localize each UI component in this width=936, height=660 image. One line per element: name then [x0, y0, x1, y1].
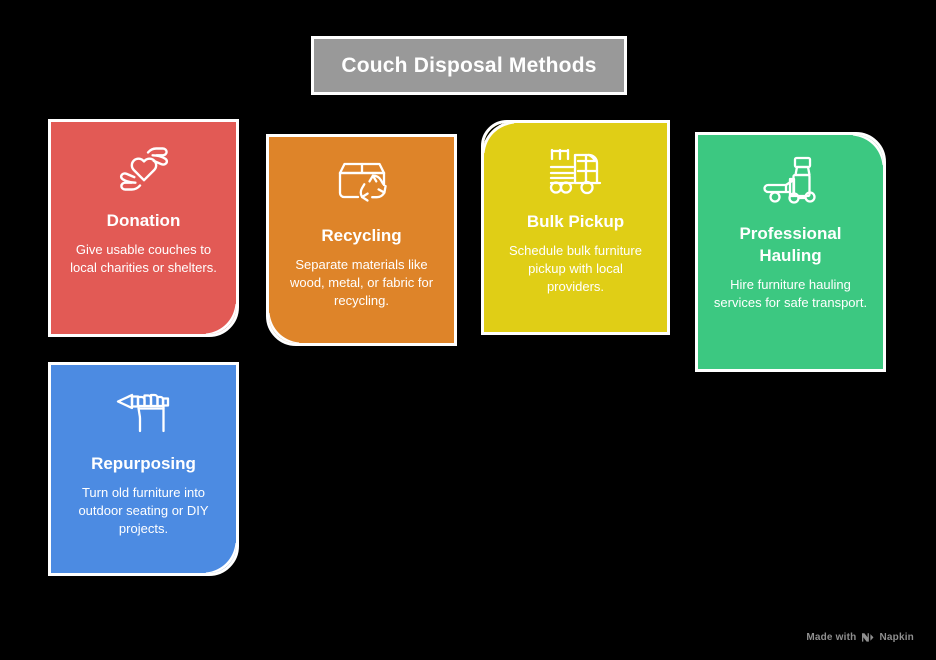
- torn-corner-curl: [851, 135, 883, 167]
- card-title: Donation: [106, 211, 181, 230]
- card-description: Separate materials like wood, metal, or …: [289, 256, 434, 309]
- torn-corner-curl: [484, 123, 516, 155]
- flatbed-truck-icon: [540, 137, 612, 203]
- torn-corner-curl: [204, 302, 236, 334]
- watermark: Made with Napkin: [806, 632, 914, 643]
- card-recycling[interactable]: Recycling Separate materials like wood, …: [266, 134, 457, 346]
- card-repurposing[interactable]: Repurposing Turn old furniture into outd…: [48, 362, 239, 576]
- box-recycle-icon: [326, 151, 398, 217]
- watermark-brand: Napkin: [879, 632, 914, 643]
- card-description: Hire furniture hauling services for safe…: [713, 276, 868, 310]
- napkin-logo-icon: [861, 632, 874, 643]
- hand-truck-dolly-icon: [755, 149, 827, 215]
- page-title: Couch Disposal Methods: [341, 53, 597, 77]
- card-description: Schedule bulk furniture pickup with loca…: [509, 242, 642, 295]
- hand-holding-chisel-icon: [108, 379, 180, 445]
- card-title: Professional Hauling: [739, 224, 842, 265]
- card-title: Recycling: [321, 226, 402, 245]
- torn-corner-curl: [204, 541, 236, 573]
- card-donation[interactable]: Donation Give usable couches to local ch…: [48, 119, 239, 337]
- diagram-title-box: Couch Disposal Methods: [311, 36, 627, 95]
- card-title: Bulk Pickup: [526, 212, 625, 231]
- card-bulk-pickup[interactable]: Bulk Pickup Schedule bulk furniture pick…: [481, 120, 670, 335]
- card-professional-hauling[interactable]: Professional Hauling Hire furniture haul…: [695, 132, 886, 372]
- hands-holding-heart-icon: [108, 136, 180, 202]
- torn-corner-curl: [269, 311, 301, 343]
- card-description: Give usable couches to local charities o…: [70, 241, 217, 275]
- watermark-made-with: Made with: [806, 632, 857, 643]
- card-description: Turn old furniture into outdoor seating …: [78, 484, 209, 537]
- card-title: Repurposing: [91, 454, 196, 473]
